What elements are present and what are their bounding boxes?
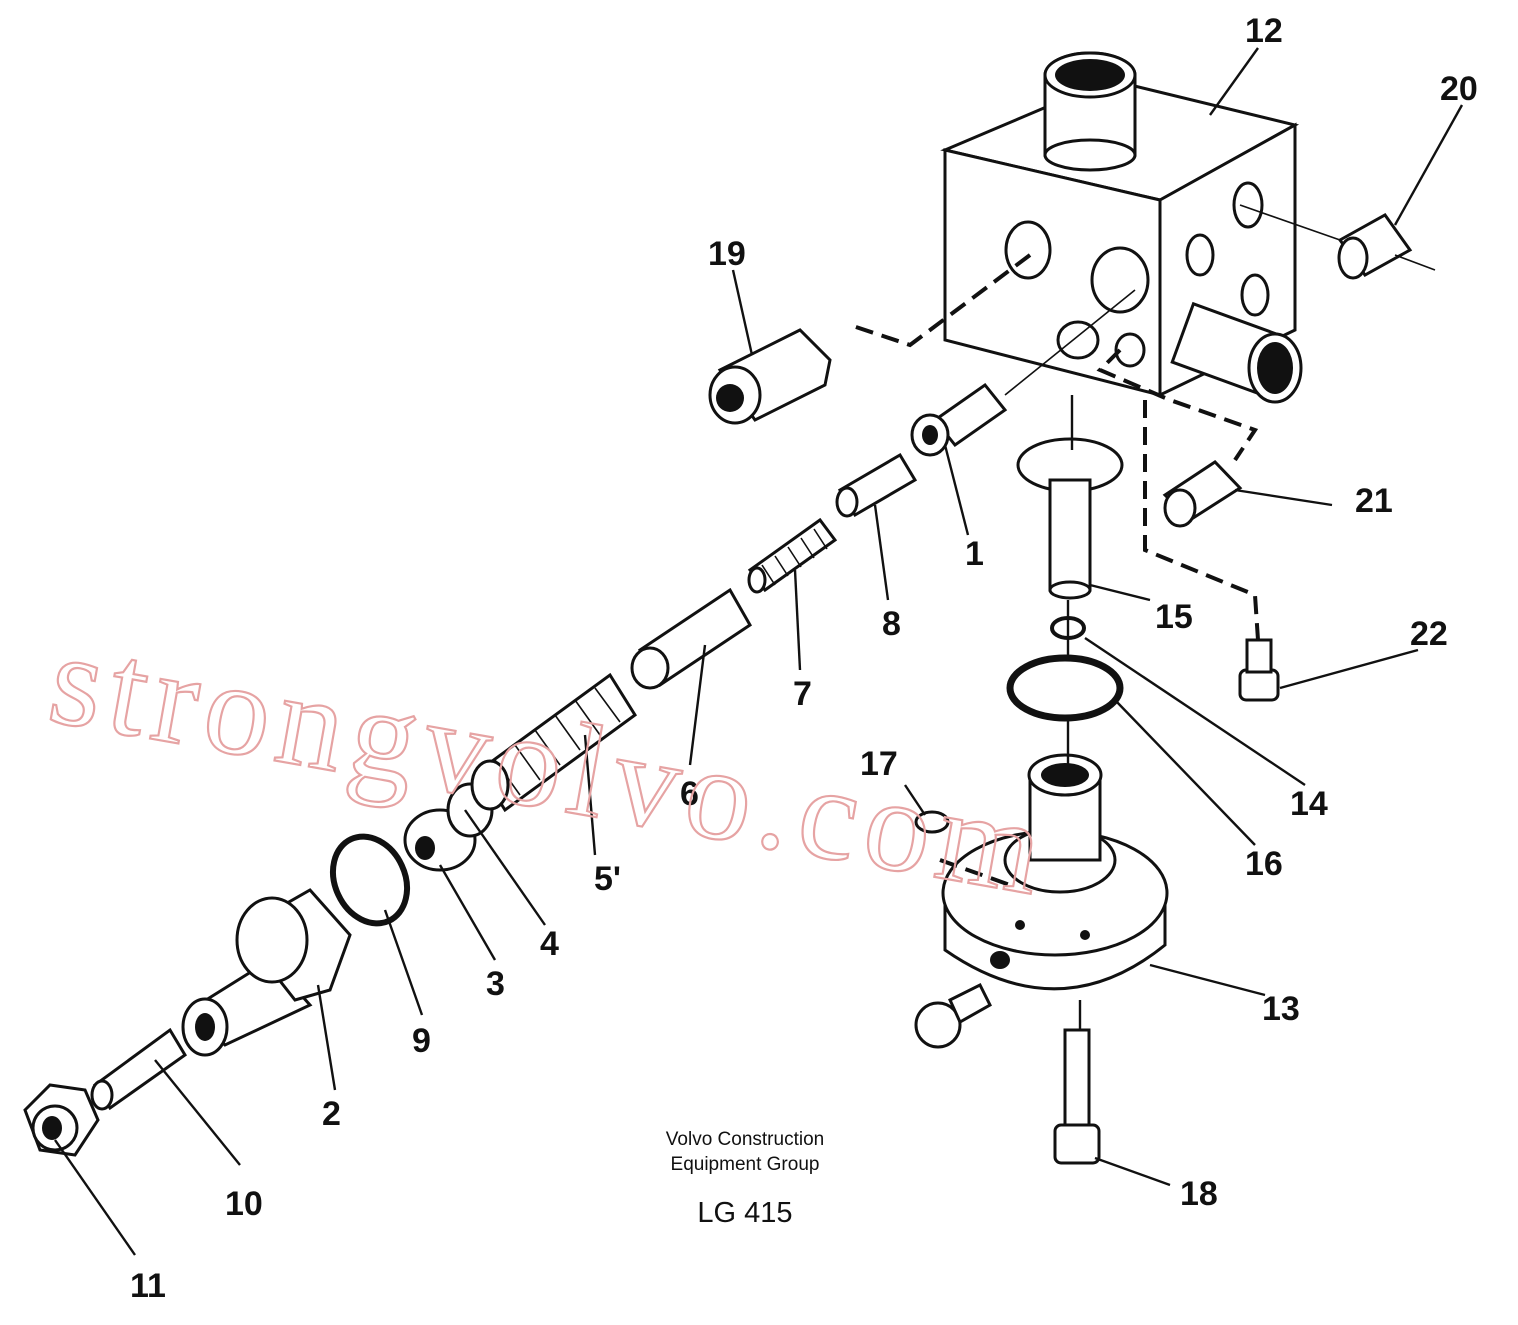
cap-screw	[914, 982, 992, 1049]
callout-20: 20	[1440, 70, 1478, 108]
pin-8	[835, 452, 918, 518]
caption-company: Volvo Construction	[666, 1129, 824, 1150]
screw-22	[1238, 638, 1280, 702]
callout-19: 19	[708, 235, 746, 273]
piston-6	[630, 587, 752, 690]
spring-5	[470, 672, 638, 813]
callout-6: 6	[680, 775, 699, 813]
callout-numbers: 1 2 3 4 5' 6 7 8 9 10 11 12 13 14 15 16 …	[130, 12, 1478, 1305]
callout-2: 2	[322, 1095, 341, 1133]
watermark: strongvolvo.com	[40, 604, 1061, 924]
callout-11: 11	[130, 1267, 166, 1305]
callout-18: 18	[1180, 1175, 1218, 1213]
callout-10: 10	[225, 1185, 263, 1223]
nut-11	[23, 1083, 100, 1157]
callout-1: 1	[965, 535, 984, 573]
spring-7	[747, 517, 838, 594]
ring-17	[914, 810, 950, 834]
valve-block-12	[940, 51, 1303, 404]
callout-21: 21	[1355, 482, 1393, 520]
callout-9: 9	[412, 1022, 431, 1060]
callout-14: 14	[1290, 785, 1328, 823]
callout-12: 12	[1245, 12, 1283, 50]
callout-22: 22	[1410, 615, 1448, 653]
callout-4: 4	[540, 925, 559, 963]
callout-3: 3	[486, 965, 505, 1003]
callout-7: 7	[793, 675, 812, 713]
set-screw-10	[90, 1027, 188, 1111]
callout-8: 8	[882, 605, 901, 643]
plug-2	[181, 888, 352, 1057]
caption-block: Volvo Construction Equipment Group LG 41…	[666, 1129, 824, 1229]
callout-13: 13	[1262, 990, 1300, 1028]
leader-lines	[54, 47, 1464, 1256]
fitting-20	[1337, 213, 1413, 280]
drawing-code: LG 415	[697, 1197, 792, 1229]
callout-5: 5'	[594, 860, 621, 898]
callout-17: 17	[860, 745, 898, 783]
callout-16: 16	[1245, 845, 1283, 883]
assembly-lines	[849, 204, 1436, 1030]
callout-15: 15	[1155, 598, 1193, 636]
fitting-19	[708, 328, 832, 425]
fitting-21	[1162, 460, 1243, 528]
valve-stem-15	[1016, 437, 1124, 600]
ring-16	[1006, 654, 1124, 722]
caption-group: Equipment Group	[671, 1154, 820, 1175]
bolt-18	[1053, 1028, 1101, 1165]
sleeve-1	[910, 382, 1008, 457]
cover-plate-13	[941, 753, 1169, 991]
